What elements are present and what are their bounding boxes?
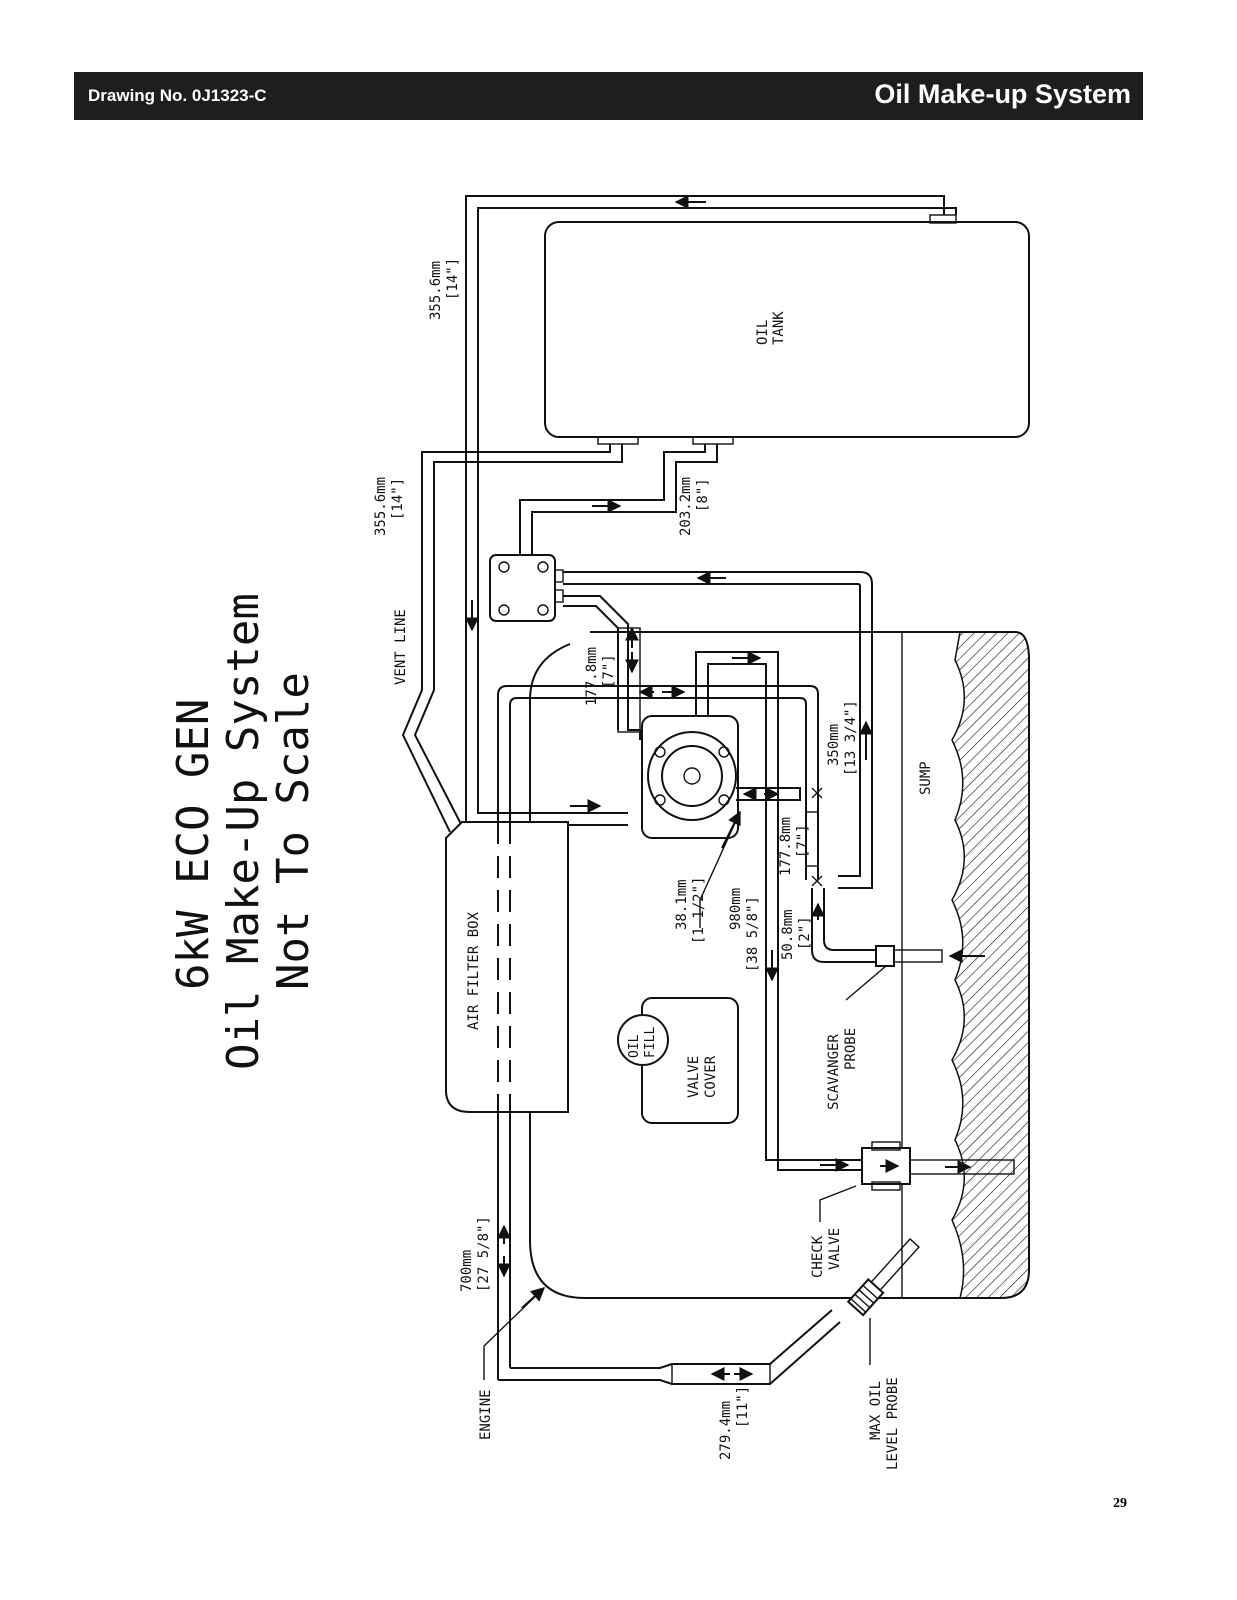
dim-700-label-1: 700mm [459,1250,475,1292]
dim-279: 279.4mm [11"] [718,1386,751,1460]
dim-177-lower-label-1: 177.8mm [778,817,794,876]
dim-203-label-2: [8"] [695,478,711,512]
dim-980-label-1: 980mm [728,888,744,930]
scavanger-probe-label-2: PROBE [843,1028,859,1070]
dim-177-upper: 177.8mm [7"] [584,647,617,706]
page-number: 29 [1113,1496,1127,1511]
dim-177-upper-label-2: [7"] [601,654,617,688]
dim-355-vent-label-1: 355.6mm [373,477,389,536]
vent-line-label: VENT LINE [393,609,409,685]
oil-tank-label-1: OIL [755,320,771,345]
dim-350-label-2: [13 3/4"] [843,700,859,776]
pump-block [489,554,564,622]
oil-fill-label-2: FILL [643,1027,658,1058]
oil-fill-label-1: OIL [627,1034,642,1058]
air-filter-box: AIR FILTER BOX [445,821,569,1113]
section-title: Oil Make-up System [874,79,1131,109]
max-oil-level-probe-label-2: LEVEL PROBE [885,1377,901,1470]
diagram-title-line-1: 6kW ECO GEN [168,699,219,990]
supply-line [519,444,718,556]
dim-355-top-label-2: [14"] [445,258,461,300]
oil-tank-label-2: TANK [771,311,787,345]
dim-203-label-1: 203.2mm [678,477,694,536]
crankcase-pump [641,715,801,839]
check-valve-label-1: CHECK [810,1235,826,1278]
dim-50-label-1: 50.8mm [780,909,796,960]
dim-38-label-1: 38.1mm [674,879,690,930]
dim-355-top: 355.6mm [14"] [428,258,461,320]
drawing-number: Drawing No. 0J1323-C [88,86,267,105]
dim-177-lower-label-2: [7"] [795,824,811,858]
dim-350-label-1: 350mm [826,724,842,766]
dim-50-label-2: [2"] [797,916,813,950]
dim-279-label-2: [11"] [735,1386,751,1428]
dim-350: 350mm [13 3/4"] [826,700,859,776]
max-oil-level-probe-label-1: MAX OIL [868,1381,884,1440]
air-filter-box-label: AIR FILTER BOX [466,911,482,1030]
check-valve: CHECK VALVE [810,1141,1015,1278]
dim-980: 980mm [38 5/8"] [728,888,761,972]
dim-355-vent-label-2: [14"] [390,478,406,520]
vent-line: VENT LINE [393,444,623,833]
dim-355-vent: 355.6mm [14"] [373,477,406,536]
level-probe-line: MAX OIL LEVEL PROBE [498,1238,920,1470]
pump-return-loop [563,571,873,889]
header-bar: Drawing No. 0J1323-C Oil Make-up System [74,72,1143,120]
scavanger-probe: SCAVANGER PROBE [826,965,887,1110]
dim-38-label-2: [1 1/2"] [691,877,707,944]
dim-279-label-1: 279.4mm [718,1401,734,1460]
valve-cover: OIL FILL VALVE COVER [617,997,739,1124]
dim-177-upper-label-1: 177.8mm [584,647,600,706]
sump-label: SUMP [918,761,934,795]
engine-label-group: ENGINE [478,1287,546,1440]
dim-355-top-label-1: 355.6mm [428,261,444,320]
engine-label: ENGINE [478,1389,494,1440]
dim-980-label-2: [38 5/8"] [745,896,761,972]
right-fittings [805,780,985,967]
dim-50: 50.8mm [2"] [780,909,813,960]
dim-177-lower: 177.8mm [7"] [778,817,811,876]
valve-cover-label-2: COVER [703,1055,719,1098]
dim-700-label-2: [27 5/8"] [476,1216,492,1292]
diagram-title-line-3: Not To Scale [268,672,319,990]
oil-tank: OIL TANK [544,214,1030,445]
dim-203: 203.2mm [8"] [678,477,711,536]
diagram-title-line-2: Oil Make-Up System [218,593,269,1070]
dim-38: 38.1mm [1 1/2"] [674,810,741,944]
engine-outline: SUMP [529,631,1030,1299]
valve-cover-label-1: VALVE [686,1056,702,1098]
diagram-title: 6kW ECO GEN Oil Make-Up System Not To Sc… [168,593,319,1070]
check-valve-label-2: VALVE [827,1228,843,1270]
crankcase-loop [497,651,862,1380]
scavanger-probe-label-1: SCAVANGER [826,1034,842,1110]
dim-700: 700mm [27 5/8"] [459,1216,511,1292]
